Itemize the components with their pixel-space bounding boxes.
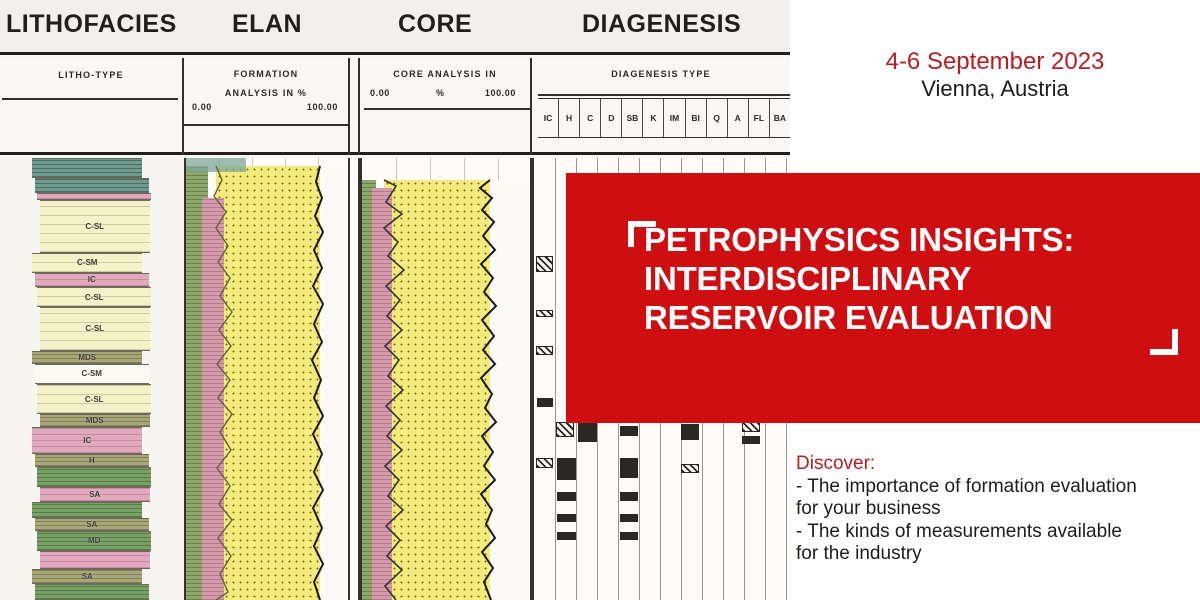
core-scale-min: 0.00 <box>370 88 390 98</box>
column-title-core: CORE <box>398 10 473 38</box>
divider-line <box>2 98 178 100</box>
lithofacies-band: C-SM <box>32 252 143 273</box>
lithofacies-band-label: MD <box>88 536 101 546</box>
subheader-lithofacies: LITHO-TYPE <box>0 58 184 155</box>
track-core <box>360 158 532 600</box>
lithofacies-band-label: C-SL <box>85 221 105 231</box>
well-log-tracks: C-SL C-SM IC C-SL C-SL MDS C-SM C-SL MDS IC H SA SA M… <box>0 158 790 600</box>
discover-heading: Discover: <box>796 453 876 474</box>
event-title: PETROPHYSICS INSIGHTS: INTERDISCIPLINARY… <box>644 221 1158 338</box>
event-location: Vienna, Austria <box>921 76 1069 102</box>
corner-bracket-top-left-icon <box>628 221 656 247</box>
lithofacies-band: C-SL <box>37 383 152 415</box>
lithofacies-band <box>32 158 143 178</box>
lithofacies-band-label: MDS <box>85 416 104 426</box>
corner-bracket-bottom-right-icon <box>1150 329 1178 355</box>
subheader-label-formation: FORMATION <box>233 69 299 79</box>
lithofacies-band-label: C-SM <box>77 258 98 268</box>
lithofacies-band <box>34 583 149 600</box>
column-title-diagenesis: DIAGENESIS <box>582 10 742 38</box>
core-scale-max: 100.00 <box>484 88 516 98</box>
lithofacies-band: SA <box>34 518 149 531</box>
discover-block: Discover: - The importance of formation … <box>796 452 1196 565</box>
discover-item: - The kinds of measurements available fo… <box>796 520 1122 564</box>
lithofacies-band <box>32 501 143 519</box>
diagenesis-code-bi: BI <box>686 99 707 137</box>
event-title-line-2: INTERDISCIPLINARY <box>644 259 972 297</box>
well-log-image: LITHOFACIES ELAN CORE DIAGENESIS LITHO-T… <box>0 0 790 600</box>
lithofacies-band-label: C-SL <box>85 324 105 334</box>
diagenesis-code-k: K <box>643 99 665 137</box>
core-boundary-curve <box>382 179 498 600</box>
lithofacies-band-label: C-SL <box>84 394 104 404</box>
diagenesis-code-h: H <box>559 99 581 137</box>
event-title-line-3: RESERVOIR EVALUATION <box>644 298 1053 336</box>
track-elan <box>184 158 350 600</box>
lithofacies-band: C-SM <box>34 363 149 384</box>
lithofacies-band-label: IC <box>83 436 92 446</box>
diagenesis-code-c: C <box>580 99 602 137</box>
diagenesis-code-d: D <box>601 99 623 137</box>
elan-boundary-curve <box>213 165 325 600</box>
diagenesis-code-ic: IC <box>538 99 560 137</box>
lithofacies-band-label: H <box>88 456 95 466</box>
lithofacies-band <box>37 192 152 200</box>
track-spacer <box>350 158 360 600</box>
column-title-lithofacies: LITHOFACIES <box>6 10 177 38</box>
lithofacies-band-label: IC <box>87 275 96 285</box>
lithofacies-band: IC <box>34 272 149 288</box>
elan-scale-max: 100.00 <box>306 102 338 112</box>
diagenesis-code-ba: BA <box>773 113 787 123</box>
lithofacies-band: SA <box>32 569 143 584</box>
lithofacies-band: SA <box>39 487 150 502</box>
subheader-label-analysis-percent: ANALYSIS IN % <box>224 88 308 98</box>
diagenesis-code-im: IM <box>664 99 686 137</box>
lithofacies-band: MDS <box>32 350 143 364</box>
diagenesis-code-q: Q <box>707 99 728 137</box>
lithofacies-band <box>34 178 149 193</box>
subheader-core: CORE ANALYSIS IN 0.00 % 100.00 <box>360 58 532 155</box>
subheader-label-diagenesis-type: DIAGENESIS TYPE <box>611 69 711 79</box>
lithofacies-band: MD <box>37 530 152 551</box>
core-scale-unit: % <box>436 88 445 98</box>
event-date: 4-6 September 2023 <box>885 48 1105 75</box>
event-title-line-1: PETROPHYSICS INSIGHTS: <box>644 221 1075 258</box>
lithofacies-band <box>37 467 152 488</box>
well-log-title-bar: LITHOFACIES ELAN CORE DIAGENESIS <box>0 0 790 55</box>
lithofacies-band: C-SL <box>37 287 152 308</box>
divider-line <box>364 108 530 110</box>
lithofacies-band-label: C-SL <box>84 292 104 302</box>
lithofacies-band: C-SL <box>39 199 150 253</box>
lithofacies-band: IC <box>32 427 143 455</box>
lithofacies-band <box>39 550 150 570</box>
lithofacies-band: H <box>34 454 149 468</box>
lithofacies-band: C-SL <box>39 307 150 351</box>
lithofacies-band-label: SA <box>89 489 101 499</box>
diagenesis-code-sb: SB <box>622 99 644 137</box>
discover-item: - The importance of formation evaluation… <box>796 475 1137 520</box>
diagenesis-code-a: A <box>728 99 749 137</box>
elan-scale-min: 0.00 <box>192 102 212 112</box>
lithofacies-band-label: SA <box>86 520 98 529</box>
event-date-block: 4-6 September 2023 Vienna, Austria <box>790 48 1200 103</box>
lithofacies-band-label: SA <box>81 571 93 581</box>
divider-line <box>184 124 348 126</box>
subheader-label-litho-type: LITHO-TYPE <box>58 70 124 80</box>
diagenesis-code-fl: FL <box>749 99 770 137</box>
title-banner: PETROPHYSICS INSIGHTS: INTERDISCIPLINARY… <box>566 173 1200 423</box>
lithofacies-band: MDS <box>39 414 150 428</box>
subheader-label-core-analysis: CORE ANALYSIS IN <box>393 69 497 79</box>
lithofacies-band-label: C-SM <box>81 369 102 379</box>
subheader-spacer <box>350 58 360 155</box>
track-lithofacies: C-SL C-SM IC C-SL C-SL MDS C-SM C-SL MDS IC H SA SA M… <box>0 158 184 600</box>
column-title-elan: ELAN <box>232 10 303 38</box>
divider-line <box>538 94 790 96</box>
lithofacies-band-label: MDS <box>78 352 97 362</box>
well-log-subheader-row: LITHO-TYPE FORMATION ANALYSIS IN % 0.00 … <box>0 58 790 155</box>
subheader-elan: FORMATION ANALYSIS IN % 0.00 100.00 <box>184 58 350 155</box>
